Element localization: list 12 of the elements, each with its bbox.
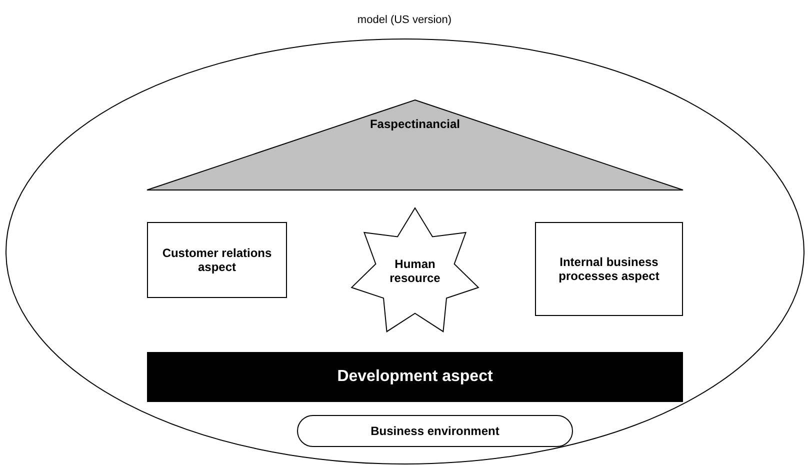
rounded-box (297, 415, 573, 447)
foundation-bar (147, 352, 683, 402)
node-label: Development aspect (337, 367, 493, 387)
aspect-box (147, 222, 287, 298)
node-label: Human resource (388, 257, 442, 286)
roof-triangle (147, 100, 683, 190)
node-label: Internal business processes aspect (558, 254, 660, 284)
aspect-box (535, 222, 683, 316)
node-label: Business environment (370, 424, 500, 438)
node-label: Faspectinancial (368, 117, 462, 132)
node-label: Customer relations aspect (161, 246, 273, 274)
diagram-title: model (US version) (356, 14, 453, 26)
